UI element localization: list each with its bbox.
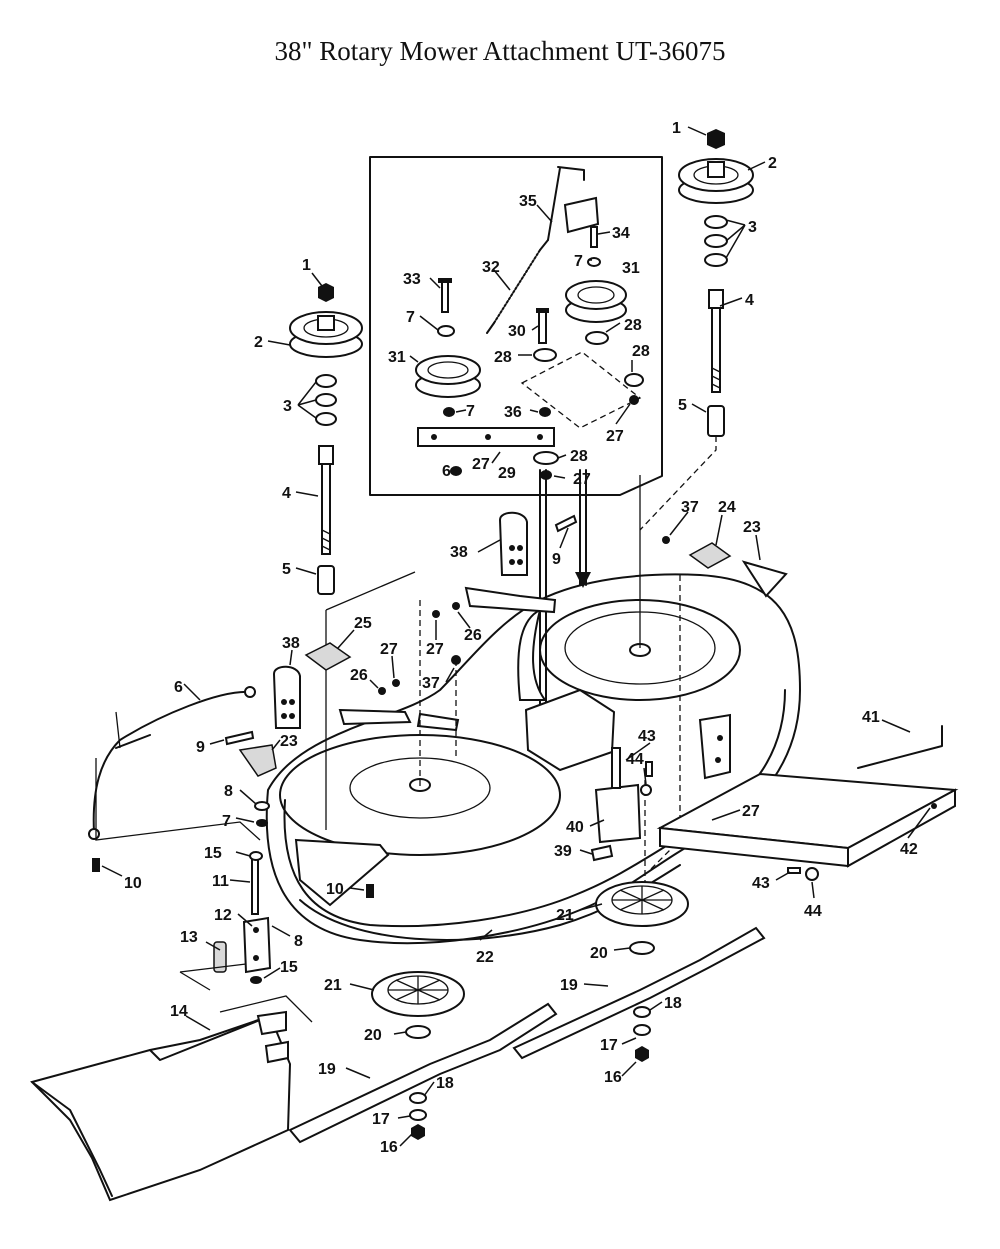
callout-1: 1 bbox=[302, 257, 311, 274]
callout-17: 17 bbox=[600, 1037, 618, 1054]
deck-hardware bbox=[92, 511, 819, 898]
rear-plate-assembly bbox=[656, 725, 959, 868]
callout-38: 38 bbox=[450, 544, 468, 561]
callout-26: 26 bbox=[350, 667, 368, 684]
callout-20: 20 bbox=[590, 945, 608, 962]
callout-23: 23 bbox=[743, 519, 761, 536]
callout-43: 43 bbox=[638, 728, 656, 745]
callout-9: 9 bbox=[196, 739, 205, 756]
chute-hinge-assembly bbox=[179, 851, 272, 991]
callout-8: 8 bbox=[294, 933, 303, 950]
callout-27: 27 bbox=[742, 803, 760, 820]
callout-23: 23 bbox=[280, 733, 298, 750]
callout-32: 32 bbox=[482, 259, 500, 276]
callout-leaders bbox=[101, 126, 931, 1147]
idler-inset bbox=[369, 156, 663, 728]
callout-21: 21 bbox=[556, 907, 574, 924]
callout-27: 27 bbox=[606, 428, 624, 445]
callout-5: 5 bbox=[678, 397, 687, 414]
callout-11: 11 bbox=[212, 873, 229, 890]
callout-3: 3 bbox=[283, 398, 292, 415]
callout-35: 35 bbox=[519, 193, 537, 210]
callout-24: 24 bbox=[718, 499, 736, 516]
callout-40: 40 bbox=[566, 819, 584, 836]
callout-28: 28 bbox=[570, 448, 588, 465]
callout-33: 33 bbox=[403, 271, 421, 288]
belt-guard-arm bbox=[88, 686, 261, 841]
callout-7: 7 bbox=[466, 403, 475, 420]
callout-5: 5 bbox=[282, 561, 291, 578]
callout-16: 16 bbox=[380, 1139, 398, 1156]
callout-27: 27 bbox=[380, 641, 398, 658]
callout-7: 7 bbox=[574, 253, 583, 270]
callout-28: 28 bbox=[494, 349, 512, 366]
callout-6: 6 bbox=[442, 463, 451, 480]
callout-37: 37 bbox=[422, 675, 440, 692]
callout-26: 26 bbox=[464, 627, 482, 644]
callout-28: 28 bbox=[632, 343, 650, 360]
callout-15: 15 bbox=[280, 959, 298, 976]
callout-27: 27 bbox=[426, 641, 444, 658]
callout-20: 20 bbox=[364, 1027, 382, 1044]
callout-42: 42 bbox=[900, 841, 918, 858]
callout-labels: 1 2 3 4 5 1 2 3 4 5 35 34 33 32 7 31 7 3… bbox=[124, 120, 918, 1156]
left-spindle-stack bbox=[289, 283, 363, 595]
callout-7: 7 bbox=[222, 813, 231, 830]
callout-12: 12 bbox=[214, 907, 232, 924]
callout-10: 10 bbox=[124, 875, 142, 892]
callout-15: 15 bbox=[204, 845, 222, 862]
callout-36: 36 bbox=[504, 404, 522, 421]
callout-43: 43 bbox=[752, 875, 770, 892]
mower-deck-shell bbox=[265, 573, 801, 945]
callout-19: 19 bbox=[318, 1061, 336, 1078]
callout-19: 19 bbox=[560, 977, 578, 994]
callout-27: 27 bbox=[472, 456, 490, 473]
callout-44: 44 bbox=[804, 903, 822, 920]
callout-1: 1 bbox=[672, 120, 681, 137]
callout-8: 8 bbox=[224, 783, 233, 800]
callout-41: 41 bbox=[862, 709, 880, 726]
diagram-title: 38" Rotary Mower Attachment UT-36075 bbox=[274, 36, 726, 66]
callout-4: 4 bbox=[282, 485, 291, 502]
callout-31: 31 bbox=[622, 260, 640, 277]
callout-13: 13 bbox=[180, 929, 198, 946]
callout-7: 7 bbox=[406, 309, 415, 326]
right-spindle-stack bbox=[639, 129, 754, 531]
callout-16: 16 bbox=[604, 1069, 622, 1086]
right-blade-assembly bbox=[512, 881, 766, 1062]
callout-27: 27 bbox=[573, 471, 591, 488]
callout-14: 14 bbox=[170, 1003, 188, 1020]
callout-21: 21 bbox=[324, 977, 342, 994]
callout-2: 2 bbox=[254, 334, 263, 351]
callout-2: 2 bbox=[768, 155, 777, 172]
callout-37: 37 bbox=[681, 499, 699, 516]
discharge-chute bbox=[30, 995, 313, 1202]
callout-6: 6 bbox=[174, 679, 183, 696]
callout-31: 31 bbox=[388, 349, 406, 366]
callout-25: 25 bbox=[354, 615, 372, 632]
callout-39: 39 bbox=[554, 843, 572, 860]
callout-10: 10 bbox=[326, 881, 344, 898]
callout-4: 4 bbox=[745, 292, 754, 309]
thin-guide-left bbox=[325, 571, 416, 830]
callout-9: 9 bbox=[552, 551, 561, 568]
callout-30: 30 bbox=[508, 323, 526, 340]
callout-28: 28 bbox=[624, 317, 642, 334]
callout-18: 18 bbox=[436, 1075, 454, 1092]
callout-22: 22 bbox=[476, 949, 494, 966]
callout-17: 17 bbox=[372, 1111, 390, 1128]
callout-3: 3 bbox=[748, 219, 757, 236]
left-blade-assembly bbox=[288, 971, 558, 1144]
callout-34: 34 bbox=[612, 225, 630, 242]
callout-44: 44 bbox=[626, 751, 644, 768]
callout-18: 18 bbox=[664, 995, 682, 1012]
callout-29: 29 bbox=[498, 465, 516, 482]
callout-38: 38 bbox=[282, 635, 300, 652]
